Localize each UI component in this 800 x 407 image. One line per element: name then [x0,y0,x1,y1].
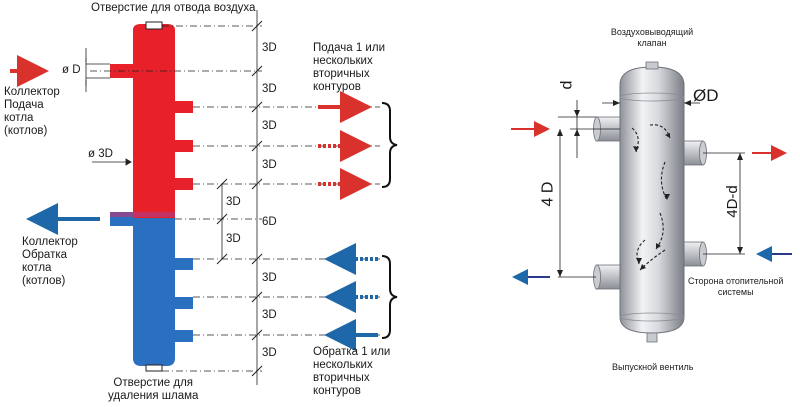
dim-3d-5: 3D [262,272,277,284]
sludge-label: Отверстие для удаления шлама [108,377,198,403]
supply-outlet-1 [175,101,193,113]
secondary-supply-line-2: нескольких [313,55,373,67]
return-collector-line-1: Коллектор [22,236,78,248]
secondary-supply-line-4: контуров [313,81,361,93]
body-diameter-label: ø 3D [88,148,113,160]
dim-3d-1: 3D [262,42,277,54]
return-outlet-2 [175,297,193,309]
left-schematic [10,10,398,385]
supply-outlet-2 [175,140,193,152]
dim-3d-2: 3D [262,83,277,95]
return-collector-line-4: (котлов) [22,275,66,287]
heating-side-label: Сторона отопительной системы [688,276,783,298]
secondary-return-line-4: контуров [313,385,361,397]
separator-vessel [619,66,685,334]
supply-section [113,30,175,218]
dim-4d-label: 4 D [539,181,557,207]
drain-valve-label: Выпускной вентиль [612,362,694,372]
supply-collector-line-4: (котлов) [4,125,48,137]
supply-collector-label: Коллектор Подача котла (котлов) [4,86,60,138]
secondary-return-line-1: Обратка 1 или [313,346,391,358]
right-illustration [511,61,792,343]
air-valve-line-1: Воздуховыводящий [610,27,694,37]
pipe-diameter-label: ø D [62,64,81,76]
supply-brace [381,102,398,188]
dim-phiD-label: ØD [693,86,719,105]
dim-mid-3d-1: 3D [226,196,241,208]
supply-collector-line-1: Коллектор [4,86,60,98]
return-section [133,218,175,366]
dim-3d-4: 3D [262,159,277,171]
dim-6d: 6D [262,216,277,228]
supply-collector-line-2: Подача [4,99,44,111]
return-collector-line-3: котла [22,262,52,274]
air-valve-label: Воздуховыводящий клапан [602,27,702,49]
air-valve-line-2: клапан [637,38,667,48]
air-vent-nozzle [145,21,163,30]
sludge-label-line-1: Отверстие для [113,377,194,389]
dim-4d-minus-d-label: 4D-d [723,185,741,218]
dim-3d-7: 3D [262,347,277,359]
supply-outlet-3 [175,178,193,190]
heating-side-line-1: Сторона отопительной [688,276,784,286]
secondary-return-line-3: вторичных [313,372,370,384]
sludge-label-line-2: удаления шлама [108,390,199,402]
return-brace [381,255,398,339]
dim-3d-6: 3D [262,309,277,321]
return-outlet-1 [175,258,193,270]
dim-d-label: d [558,80,576,90]
return-outlet-3 [175,330,193,342]
secondary-supply-line-3: вторичных [313,68,370,80]
secondary-return-label: Обратка 1 или нескольких вторичных конту… [313,346,390,398]
return-collector-label: Коллектор Обратка котла (котлов) [22,236,78,288]
dim-mid-3d-2: 3D [226,233,241,245]
return-collector-line-2: Обратка [22,249,68,261]
sludge-nozzle [145,364,163,372]
dim-3d-3: 3D [262,120,277,132]
secondary-return-line-2: нескольких [313,359,373,371]
air-vent-label: Отверстие для отвода воздуха [91,2,256,14]
secondary-supply-line-1: Подача 1 или [313,42,385,54]
heating-side-line-2: системы [717,287,754,297]
secondary-supply-label: Подача 1 или нескольких вторичных контур… [313,42,385,94]
supply-collector-line-3: котла [4,112,34,124]
